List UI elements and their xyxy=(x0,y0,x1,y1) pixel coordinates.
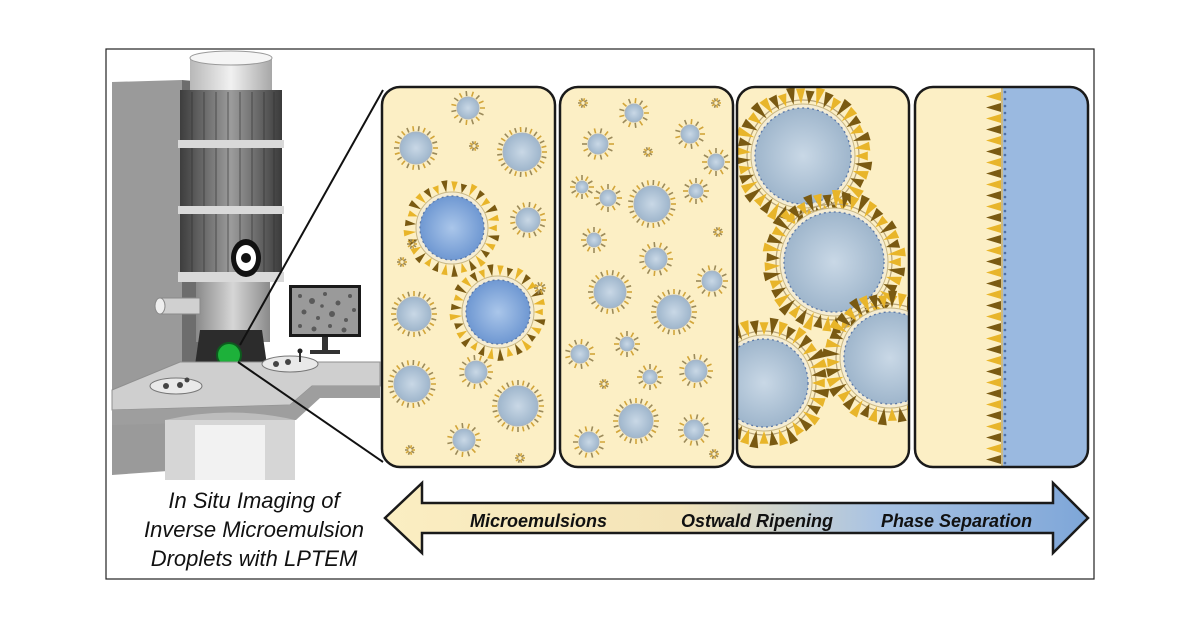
droplet-icon xyxy=(391,291,437,337)
droplet-icon xyxy=(405,444,415,456)
droplet-icon xyxy=(737,317,830,449)
monitor-icon xyxy=(289,285,361,354)
droplet-icon xyxy=(683,178,709,204)
caption-line-2: Inverse Microemulsion xyxy=(143,517,365,542)
droplet-icon xyxy=(492,380,544,432)
droplet-icon xyxy=(696,265,728,297)
panel-2-border xyxy=(558,85,735,469)
zoom-line-bottom xyxy=(237,361,384,463)
panel-4-phase-separation xyxy=(986,87,1007,467)
droplet-icon xyxy=(678,414,710,446)
droplet-icon xyxy=(397,256,407,268)
droplet-icon xyxy=(711,97,721,109)
droplet-icon xyxy=(451,91,485,125)
panel-3-ostwald-ripening xyxy=(737,87,909,449)
droplet-icon xyxy=(573,426,605,458)
arrow-label-ostwald-ripening: Ostwald Ripening xyxy=(681,511,833,531)
figure-caption: In Situ Imaging of Inverse Microemulsion… xyxy=(118,486,390,573)
droplet-icon xyxy=(582,128,614,160)
panel-4-border xyxy=(913,85,1090,469)
droplet-icon xyxy=(447,423,481,457)
droplet-icon xyxy=(581,227,607,253)
droplet-icon xyxy=(614,331,640,357)
arrow-label-phase-separation: Phase Separation xyxy=(881,511,1032,531)
outer-frame xyxy=(105,48,1095,580)
droplet-icon xyxy=(709,448,719,460)
droplet-icon xyxy=(594,184,622,212)
droplet-icon xyxy=(628,179,676,229)
droplet-icon xyxy=(643,146,653,158)
panel-4-water-phase xyxy=(1002,87,1088,467)
droplet-icon xyxy=(599,378,609,390)
control-panel-right xyxy=(261,348,319,373)
droplet-icon xyxy=(394,126,438,170)
droplet-icon xyxy=(762,190,906,334)
arrow-label-microemulsions: Microemulsions xyxy=(470,511,607,531)
caption-line-3: Droplets with LPTEM xyxy=(150,546,358,571)
droplet-icon xyxy=(713,226,723,238)
droplet-icon xyxy=(613,398,659,444)
droplet-icon xyxy=(702,148,730,176)
droplet-icon xyxy=(639,242,673,276)
droplet-icon xyxy=(388,359,436,409)
panel-2-microemulsions xyxy=(565,97,730,460)
droplet-icon xyxy=(675,119,705,149)
droplet-icon xyxy=(534,282,546,294)
control-panel-left xyxy=(149,377,203,395)
droplet-icon xyxy=(510,202,546,238)
droplet-icon xyxy=(407,238,417,250)
droplet-icon xyxy=(565,339,595,369)
droplet-icon xyxy=(459,355,493,389)
droplet-icon xyxy=(578,97,588,109)
droplet-icon xyxy=(651,289,697,335)
droplet-icon xyxy=(403,180,500,277)
process-arrow xyxy=(383,479,1090,557)
droplet-icon xyxy=(588,270,632,314)
microscope-illustration xyxy=(111,50,381,480)
panel-3-border xyxy=(735,85,911,469)
droplet-icon xyxy=(570,175,594,199)
droplet-icon xyxy=(469,140,479,152)
panel-1-microemulsions xyxy=(388,91,547,464)
droplet-icon xyxy=(679,354,713,388)
droplet-icon xyxy=(449,264,546,361)
panel-1-border xyxy=(380,85,557,469)
droplet-icon xyxy=(822,290,909,426)
droplet-icon xyxy=(619,98,649,128)
droplet-icon xyxy=(637,364,663,390)
caption-line-1: In Situ Imaging of xyxy=(168,488,340,513)
droplet-icon xyxy=(515,452,525,464)
droplet-icon xyxy=(497,126,547,178)
zoom-line-top xyxy=(239,89,384,346)
